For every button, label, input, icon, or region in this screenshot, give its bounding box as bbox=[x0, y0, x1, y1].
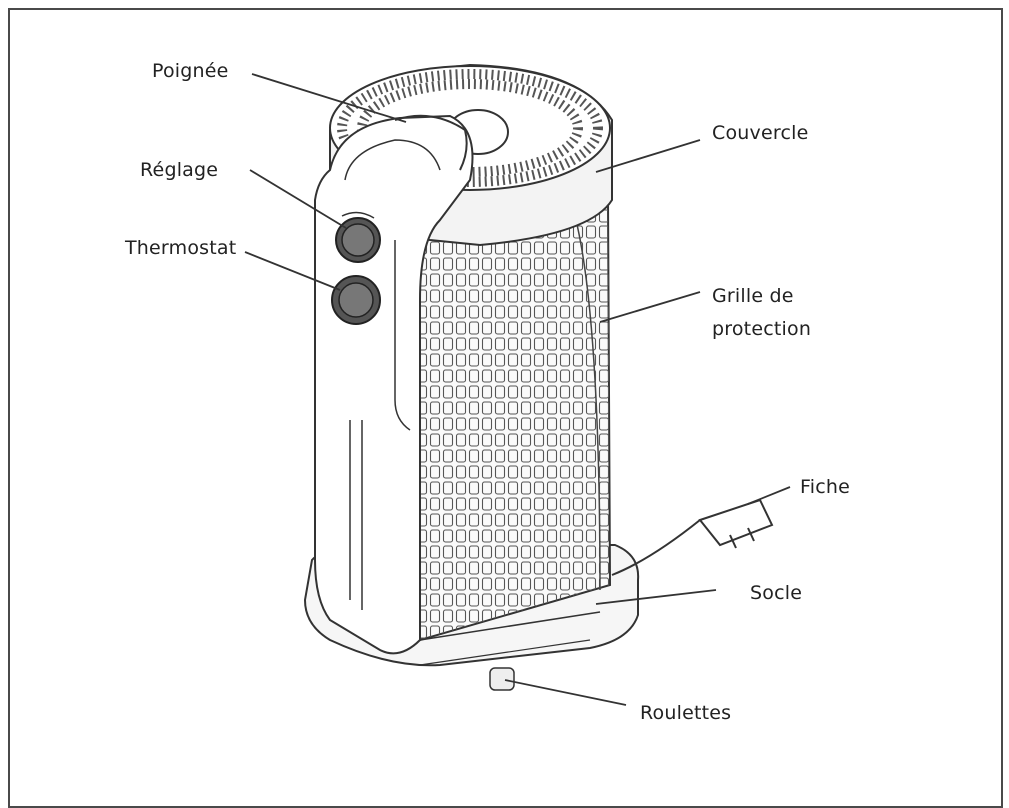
leader-roulettes bbox=[504, 679, 627, 706]
label-poignee: Poignée bbox=[152, 60, 229, 82]
heater-illustration bbox=[244, 63, 791, 706]
label-couvercle: Couvercle bbox=[712, 122, 809, 144]
leader-couvercle bbox=[595, 139, 701, 173]
leader-fiche bbox=[747, 486, 791, 505]
wheel-roulettes bbox=[489, 667, 515, 691]
power-cord bbox=[611, 498, 774, 576]
label-socle: Socle bbox=[750, 582, 803, 604]
leader-socle bbox=[595, 589, 717, 605]
label-thermostat: Thermostat bbox=[125, 237, 237, 259]
setting-knob bbox=[335, 211, 381, 263]
label-roulettes: Roulettes bbox=[640, 702, 732, 724]
label-grille-line2: protection bbox=[712, 318, 812, 340]
leader-grille bbox=[599, 291, 701, 323]
diagram-stage: Poignée Réglage Thermostat Couvercle Gri… bbox=[8, 8, 1003, 808]
label-fiche: Fiche bbox=[800, 476, 851, 498]
label-reglage: Réglage bbox=[140, 159, 219, 181]
leader-reglage bbox=[249, 169, 347, 229]
leader-poignee bbox=[251, 73, 407, 123]
leader-lines bbox=[244, 73, 791, 706]
leader-thermostat bbox=[244, 251, 341, 291]
label-grille-line1: Grille de bbox=[712, 285, 794, 307]
protective-grille bbox=[419, 198, 612, 642]
thermostat-knob bbox=[331, 275, 381, 325]
